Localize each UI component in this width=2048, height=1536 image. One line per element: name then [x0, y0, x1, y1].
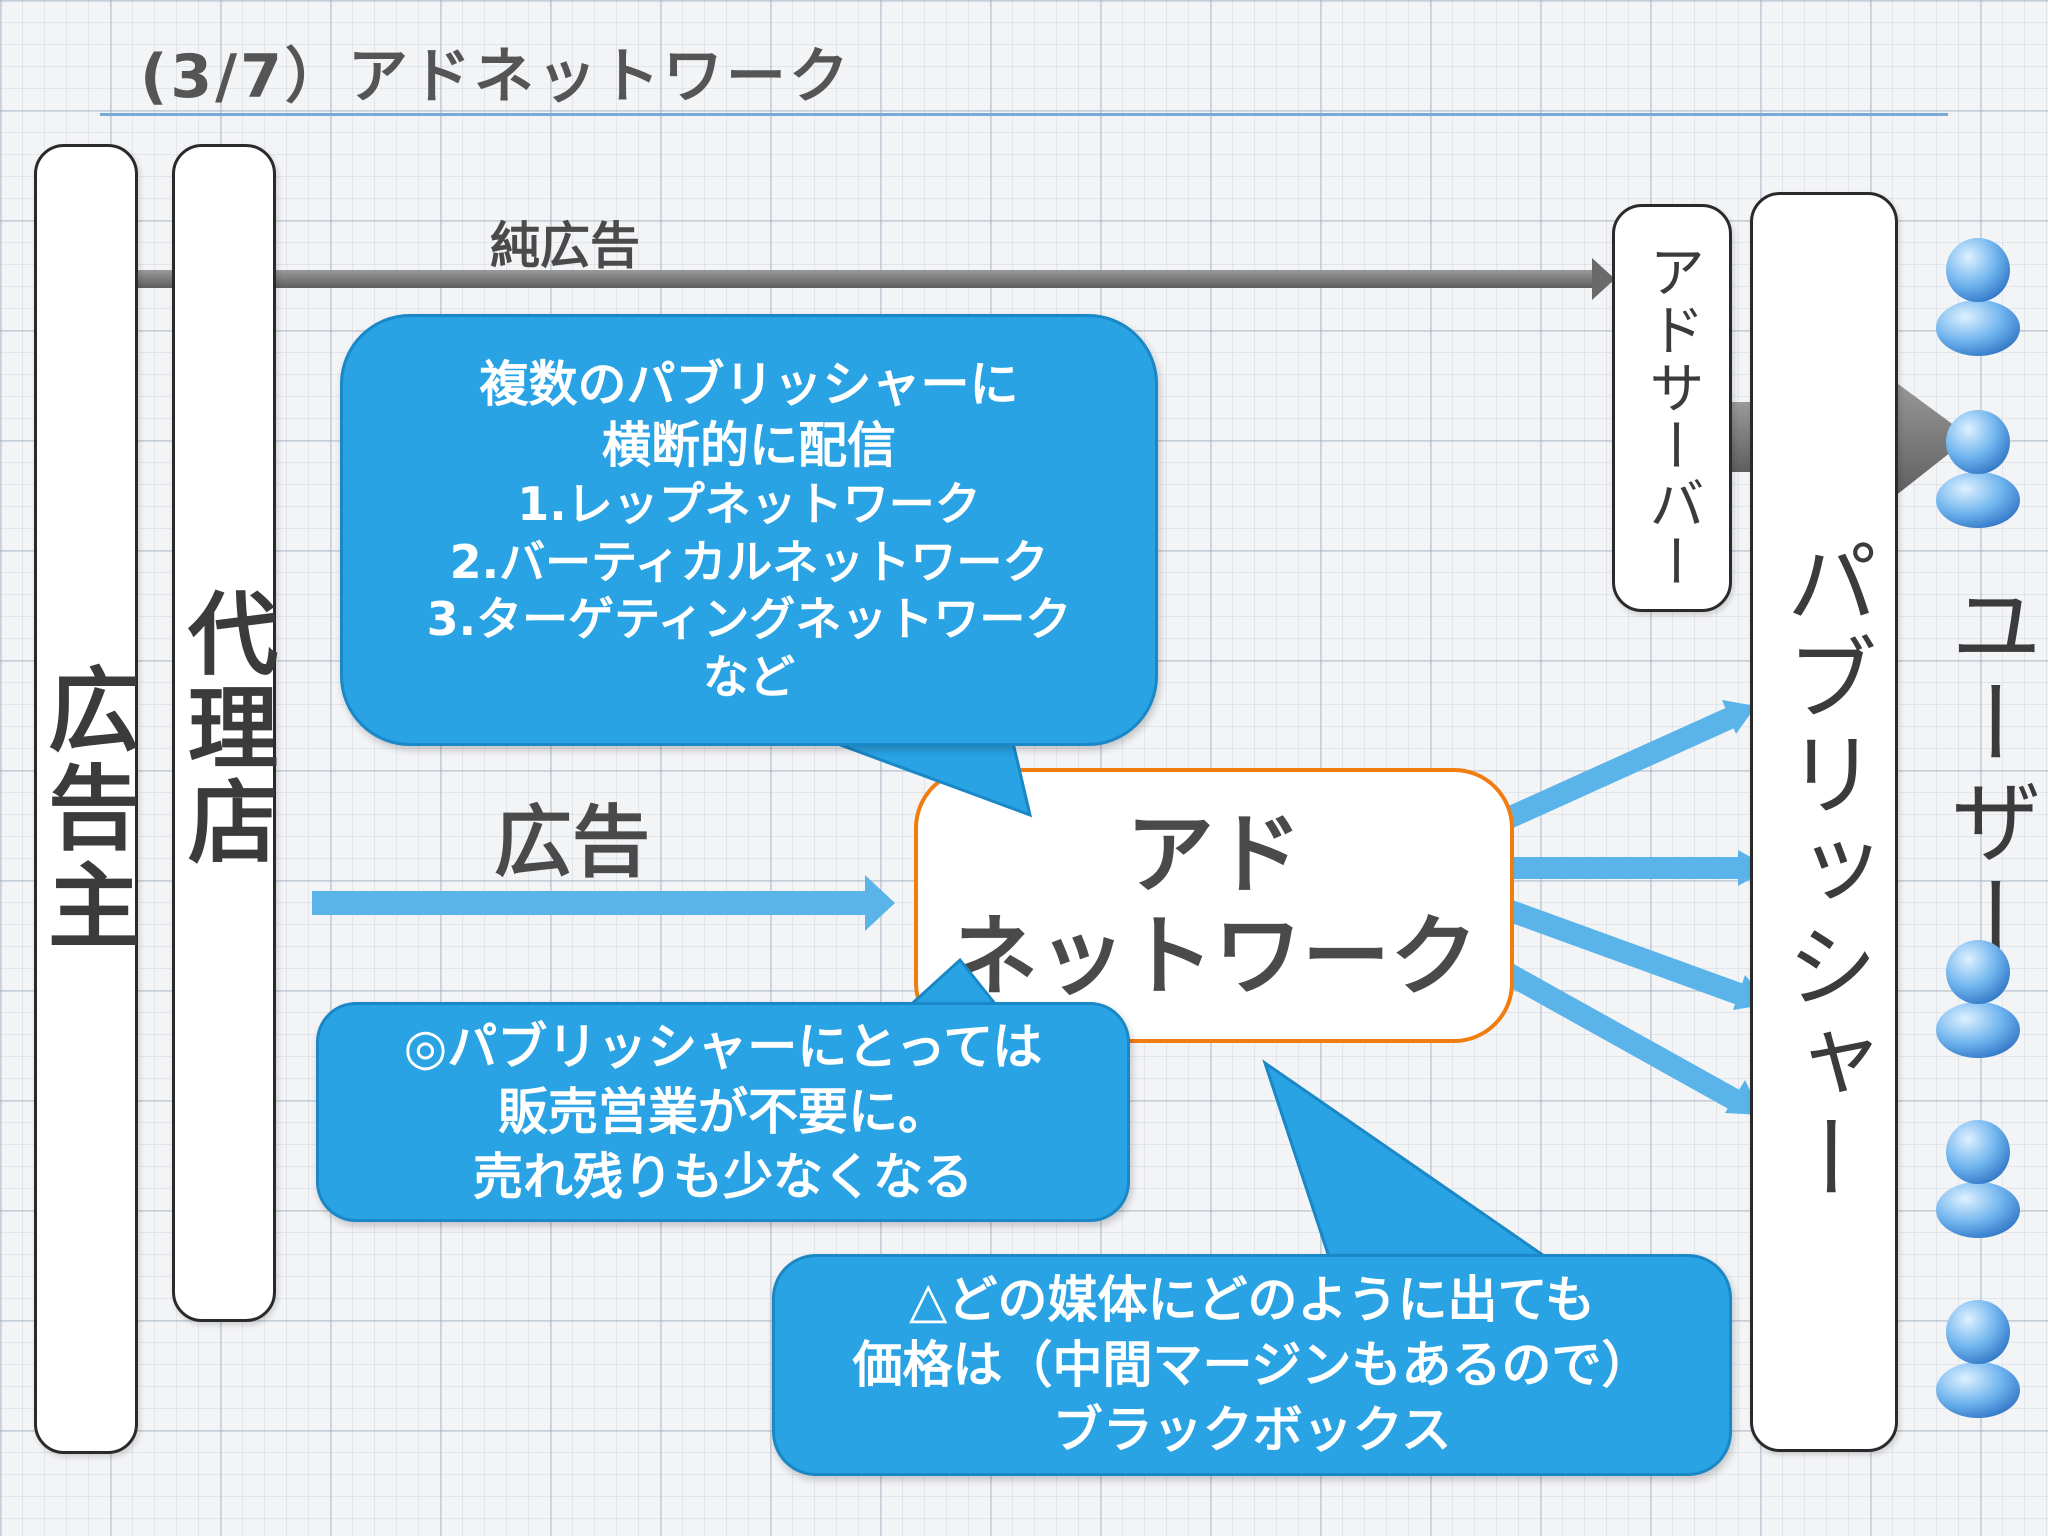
callout-top-line: 3.ターゲティングネットワーク	[426, 592, 1072, 647]
ad-server-column: アドサーバー	[1612, 204, 1732, 612]
slide-title: (3/7）アドネットワーク	[140, 42, 852, 112]
callout-bottom-line: △どの媒体にどのように出ても	[909, 1270, 1595, 1329]
pure-ad-arrow	[135, 258, 1615, 300]
person-icon	[1936, 238, 2020, 356]
person-icon	[1936, 410, 2020, 528]
callout-bottom: △どの媒体にどのように出ても 価格は（中間マージンもあるので） ブラックボックス	[772, 1254, 1732, 1476]
title-divider	[100, 113, 1948, 116]
callout-top-line: 2.バーティカルネットワーク	[449, 534, 1049, 589]
callout-left: ◎パブリッシャーにとっては 販売営業が不要に。 売れ残りも少なくなる	[316, 1002, 1130, 1222]
ad-network-line1: アド	[1125, 803, 1302, 907]
callout-left-line: ◎パブリッシャーにとっては	[403, 1017, 1043, 1076]
network-to-publisher-arrows	[1469, 700, 1770, 1115]
pure-ad-label: 純広告	[490, 217, 640, 275]
publisher-label: パブリッシャー	[1770, 535, 1878, 1207]
ad-server-label: アドサーバー	[1639, 243, 1705, 591]
callout-top-line: 1.レップネットワーク	[517, 477, 981, 532]
person-icon	[1936, 1300, 2020, 1418]
callout-top-line: 横断的に配信	[601, 417, 896, 474]
person-icon	[1936, 1120, 2020, 1238]
publisher-column: パブリッシャー	[1750, 192, 1898, 1452]
callout-top: 複数のパブリッシャーに 横断的に配信 1.レップネットワーク 2.バーティカルネ…	[340, 314, 1158, 746]
callout-bottom-line: ブラックボックス	[1052, 1400, 1452, 1459]
agency-label: 代理店	[172, 587, 277, 869]
ad-to-network-arrow	[312, 875, 895, 931]
callout-left-line: 販売営業が不要に。	[498, 1082, 948, 1141]
callout-top-line: など	[703, 649, 795, 704]
callout-left-line: 売れ残りも少なくなる	[473, 1147, 973, 1206]
callout-bottom-line: 価格は（中間マージンもあるので）	[852, 1335, 1652, 1394]
advertiser-column: 広告主	[33, 144, 140, 1454]
users-label: ユーザー	[1935, 578, 2042, 970]
ad-network-box: アド ネットワーク	[914, 768, 1514, 1043]
ad-network-line2: ネットワーク	[949, 904, 1478, 1008]
agency-column: 代理店	[172, 144, 277, 1322]
callout-top-line: 複数のパブリッシャーに	[479, 355, 1019, 413]
advertiser-label: 広告主	[32, 662, 140, 956]
ad-label: 広告	[494, 798, 651, 888]
person-icon	[1936, 940, 2020, 1058]
